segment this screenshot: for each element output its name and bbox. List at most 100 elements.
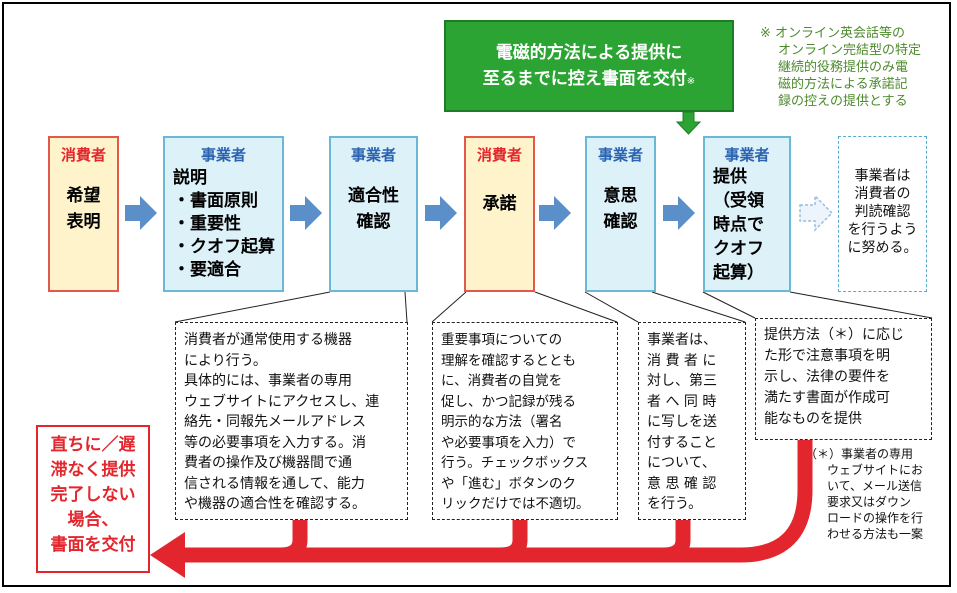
connector-line [431,291,467,323]
step-text: ・クオフ起算 [173,237,275,257]
note-line: 等の必要事項を入力する。消 [184,434,366,451]
box-text: 事業者は [854,168,911,184]
connector-line [651,291,746,323]
step-intent-confirmation: 事業者 意思 確認 [585,136,656,292]
note-line: や機器の適合性を確認する。 [184,496,366,512]
connector-line [702,291,756,319]
note-line: 要求又はダウン [827,495,912,509]
asterisk-note: （＊）事業者の専用 ウェブサイトにお いて、メール送信 要求又はダウン ロードの… [805,446,945,542]
step-text: ・重要性 [173,214,241,234]
connector-line [534,291,618,323]
note-line: 重要事項についての [441,332,563,348]
red-box-line: 場合、 [67,510,119,530]
step-text: 承諾 [482,194,517,214]
note-line: に、消費者の自覚を [441,373,563,389]
flow-arrow [663,196,695,230]
note-line: について、 [647,455,716,471]
note-line: わせる方法も一案 [827,527,924,541]
note-line: 明示的な方法（署名 [441,414,563,430]
note-line: 促し、かつ記録が残る [441,393,576,410]
step-text: クオフ [713,239,764,259]
step-text: 適合性 [348,186,399,206]
step-text: ・書面原則 [173,191,258,211]
note-line: 消費者が通常使用する機器 [184,332,352,348]
note-line: 信される情報を通して、能力 [184,475,365,492]
footnote-line: 磁的方法による承諾記 [778,77,908,92]
step-consumer-consent: 消費者 承諾 [464,136,535,292]
note-line: 意 思 確 認 [647,475,717,492]
note-line: 消 費 者 に [647,352,717,369]
note-line: 付すること [647,434,717,451]
box-text: 消費者の [854,186,911,202]
step-text: 時点で [713,215,764,235]
footnote-line: オンライン完結型の特定 [778,43,922,58]
box-text: 判読確認 [854,204,911,220]
step-text: 表明 [66,212,101,232]
note-line: により行う。 [184,352,267,369]
deliver-document-box: 直ちに／遅 滞なく提供 完了しない 場合、 書面を交付 [36,425,150,573]
note-line: を行う。 [647,496,703,512]
flow-arrows [125,196,695,230]
step-text: （受領 [713,191,764,211]
connector-line [584,291,639,323]
step-header: 事業者 [724,146,770,164]
note-line: ウェブサイトにアクセスし、連 [184,393,380,410]
note-line: 提供方法（＊）に応じ [764,327,904,343]
note-provision: 提供方法（＊）に応じ た形で注意事項を明 示し、法律の要件を 満たす書面が作成可… [755,318,932,440]
green-down-arrow [675,111,702,135]
step-text: 意思 [603,186,638,206]
note-line: 事業者は、 [647,332,717,348]
connector-line [174,291,331,323]
step-text: ・要適合 [173,260,241,280]
green-banner-line2: 至るまでに控え書面を交付 [482,69,687,89]
note-line: た形で注意事項を明 [764,348,890,364]
flow-arrow [539,196,571,230]
green-banner-box: 電磁的方法による提供に 至るまでに控え書面を交付※ [444,20,734,112]
step-header: 消費者 [476,146,522,164]
note-line: 者 へ 同 時 [647,393,717,410]
red-return-arrow [150,440,813,578]
step-text: 確認 [603,212,638,232]
step-text: 希望 [66,186,101,206]
flow-arrow [125,196,157,230]
step-header: 消費者 [60,146,106,164]
footnote-line: 録の控えの提供とする [778,94,908,109]
readability-check-box: 事業者は 消費者の 判読確認 を行うよう に努める。 [838,136,927,292]
flow-arrow [425,196,457,230]
note-line: や必要事項を入力）で [441,434,576,451]
red-box-line: 直ちに／遅 [50,435,136,455]
step-business-explanation: 事業者 説明 ・書面原則 ・重要性 ・クオフ起算 ・要適合 [163,136,284,292]
note-intent: 事業者は、 消 費 者 に 対し、第三 者 へ 同 時 に写しを送 付すること … [638,322,746,520]
box-text: を行うよう [847,222,918,238]
red-box-line: 完了しない [50,485,136,505]
note-suitability: 消費者が通常使用する機器 により行う。 具体的には、事業者の専用 ウェブサイトに… [175,322,408,520]
connector-line [404,291,408,323]
note-line: 行う。チェックボックス [441,455,589,471]
note-line: 絡先・同報先メールアドレス [184,414,366,430]
note-line: ウェブサイトにお [827,463,924,477]
note-line: リックだけでは不適切。 [441,496,590,512]
step-text: 提供 [713,167,747,187]
diagram-frame [2,2,951,587]
green-banner-mark: ※ [686,76,696,87]
note-line: ロードの操作を行 [827,511,924,525]
box-text: に努める。 [847,240,918,256]
step-provision: 事業者 提供 （受領 時点で クオフ 起算） [703,136,791,292]
dashed-flow-arrow [799,194,834,232]
note-line: （＊）事業者の専用 [805,447,914,461]
step-text: 説明 [173,168,207,188]
step-header: 事業者 [200,146,246,164]
note-line: 満たす書面が作成可 [764,390,890,406]
note-line: 示し、法律の要件を [764,369,890,385]
footnote-line: 継続的役務提供のみ電 [778,60,909,75]
note-line: に写しを送 [647,414,717,430]
step-text: 確認 [356,212,391,232]
note-consent: 重要事項についての 理解を確認するととも に、消費者の自覚を 促し、かつ記録が残… [432,322,618,520]
note-line: 費者の操作及び機器間で通 [184,455,352,471]
step-suitability-check: 事業者 適合性 確認 [329,136,418,292]
note-line: 具体的には、事業者の専用 [184,373,352,389]
note-line: 対し、第三 [647,373,717,389]
note-line: いて、メール送信 [827,479,923,493]
step-header: 事業者 [597,146,643,164]
